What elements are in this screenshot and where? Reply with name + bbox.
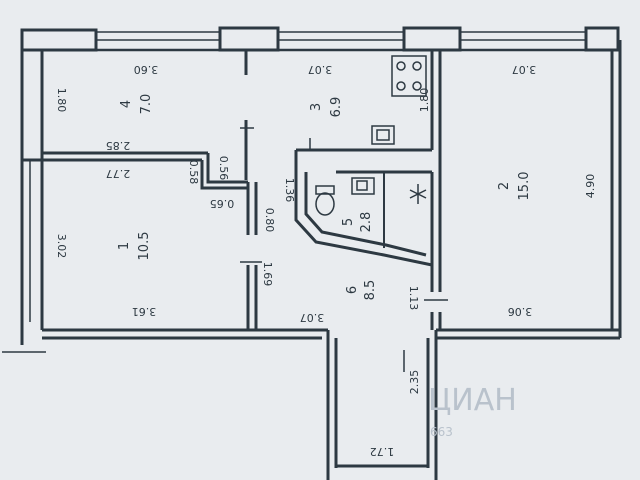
room-6-label: 6 8.5 bbox=[345, 280, 378, 301]
dim-label: 1.69 bbox=[261, 262, 274, 287]
stove-icon bbox=[391, 55, 427, 97]
dim-label: 0.58 bbox=[187, 160, 200, 185]
wall-top-left-block bbox=[20, 28, 98, 52]
dim-label: 3.07 bbox=[512, 63, 537, 76]
wall-bath-outer bbox=[294, 150, 433, 267]
sink-icon bbox=[371, 125, 395, 145]
dim-label: 1.36 bbox=[283, 178, 296, 203]
room-3-label: 3 6.9 bbox=[309, 97, 344, 118]
dim-label: 2.35 bbox=[408, 370, 421, 395]
room-area: 10.5 bbox=[137, 232, 152, 261]
watermark-sub-text: 663 bbox=[430, 425, 453, 439]
dim-label: 2.77 bbox=[106, 167, 131, 180]
watermark-logo-text: ЦИАН bbox=[428, 383, 517, 418]
dim-label: 3.02 bbox=[55, 234, 68, 259]
dim-label: 0.80 bbox=[263, 208, 276, 233]
wall-top-corner bbox=[584, 26, 620, 52]
room-number: 1 bbox=[117, 242, 132, 250]
room-5-label: 5 2.8 bbox=[341, 212, 374, 233]
wall-step-1 bbox=[206, 153, 248, 184]
dim-label: 0.65 bbox=[210, 197, 235, 210]
room-number: 4 bbox=[119, 100, 134, 108]
wall-top-mid-block bbox=[218, 26, 280, 52]
dimension-labels: 3.60 3.07 3.07 1.80 1.80 2.85 2.77 0.58 … bbox=[55, 63, 597, 458]
walls bbox=[2, 26, 622, 480]
dim-label: 3.60 bbox=[134, 63, 159, 76]
wall-bath-inner bbox=[304, 172, 427, 257]
room-2-label: 2 15.0 bbox=[497, 172, 532, 201]
wall-step-2 bbox=[200, 160, 248, 190]
room-area: 2.8 bbox=[359, 212, 374, 233]
toilet-icon bbox=[315, 185, 335, 216]
dim-label: 4.90 bbox=[584, 174, 597, 199]
room-1-label: 1 10.5 bbox=[117, 232, 152, 261]
room-number: 6 bbox=[345, 286, 360, 294]
dim-label: 3.07 bbox=[308, 63, 333, 76]
wall-top-right-block bbox=[402, 26, 462, 52]
dim-label: 3.06 bbox=[508, 305, 533, 318]
dim-label: 3.07 bbox=[300, 311, 325, 324]
room-area: 7.0 bbox=[139, 94, 154, 115]
dim-label: 0.56 bbox=[217, 156, 230, 181]
room-area: 6.9 bbox=[329, 97, 344, 118]
room-area: 15.0 bbox=[517, 172, 532, 201]
room-area: 8.5 bbox=[363, 280, 378, 301]
room-number: 3 bbox=[309, 103, 324, 111]
room-number: 2 bbox=[497, 182, 512, 190]
dim-label: 1.72 bbox=[370, 445, 395, 458]
heater-icon bbox=[409, 184, 427, 204]
dim-label: 1.80 bbox=[418, 88, 431, 113]
room-4-label: 4 7.0 bbox=[119, 94, 154, 115]
dim-label: 2.85 bbox=[106, 139, 131, 152]
dim-label: 3.61 bbox=[132, 305, 157, 318]
dim-label: 1.13 bbox=[407, 286, 420, 311]
room-number: 5 bbox=[341, 218, 356, 226]
dim-label: 1.80 bbox=[55, 88, 68, 113]
bath-sink-icon bbox=[351, 177, 375, 195]
watermark: ЦИАН 663 bbox=[428, 383, 517, 439]
door-marks bbox=[240, 127, 448, 372]
